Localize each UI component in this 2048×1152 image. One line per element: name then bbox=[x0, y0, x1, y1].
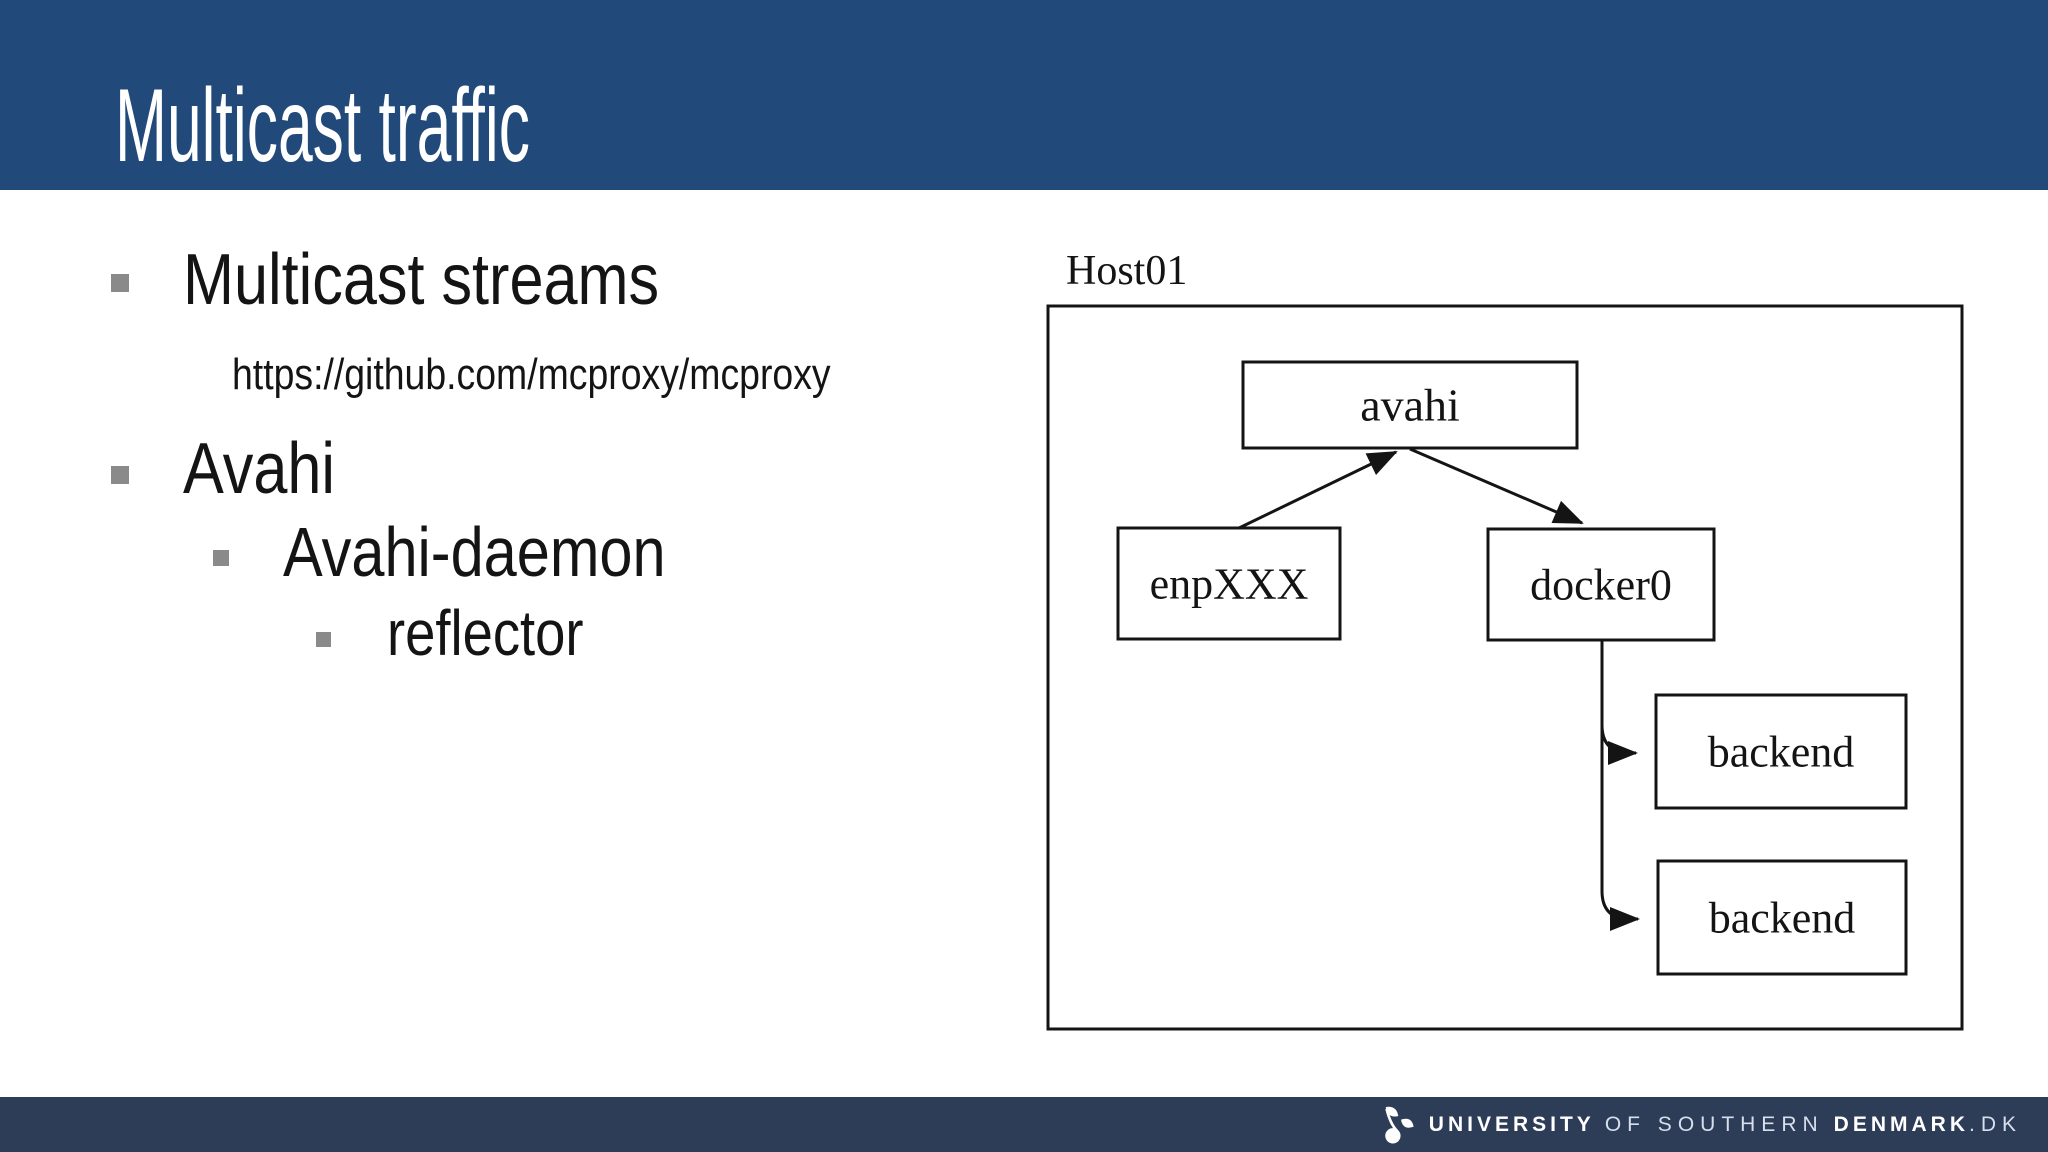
bullet-item-avahi: Avahi bbox=[183, 429, 335, 509]
avahi-node-box bbox=[1241, 360, 1579, 450]
bullet-square-icon bbox=[111, 274, 129, 292]
arrow-enp-to-avahi bbox=[1238, 450, 1398, 530]
docker0-node-label: docker0 bbox=[1530, 561, 1672, 610]
host-network-diagram: Host01 avahi enpXXX docker0 backend back… bbox=[1046, 248, 1964, 1031]
footer-university-text: UNIVERSITY bbox=[1428, 1112, 1595, 1136]
bullet-square-icon bbox=[316, 632, 331, 647]
enp-node-label: enpXXX bbox=[1150, 560, 1309, 609]
host-label: Host01 bbox=[1066, 248, 1187, 294]
university-logo: UNIVERSITY OF SOUTHERN DENMARK .DK bbox=[1383, 1097, 2022, 1152]
page-title: Multicast traffic bbox=[115, 74, 807, 178]
backend1-node-box bbox=[1654, 693, 1908, 810]
enp-node-box bbox=[1116, 526, 1342, 641]
backend1-node-label: backend bbox=[1708, 728, 1855, 777]
github-link[interactable]: https://github.com/mcproxy/mcproxy bbox=[232, 350, 831, 399]
avahi-node-label: avahi bbox=[1360, 380, 1460, 431]
bullet-square-icon bbox=[111, 466, 129, 484]
bullet-square-icon bbox=[213, 550, 229, 566]
footer-of-southern-text: OF SOUTHERN bbox=[1604, 1112, 1824, 1136]
bullet-item-avahi-daemon: Avahi-daemon bbox=[283, 513, 666, 591]
arrow-docker0-to-backend1 bbox=[1600, 640, 1638, 765]
page-title-text: Multicast traffic bbox=[115, 68, 530, 184]
host-box bbox=[1046, 304, 1964, 1031]
backend2-node-label: backend bbox=[1709, 894, 1856, 943]
arrow-docker0-to-backend2 bbox=[1600, 640, 1640, 931]
footer-bar: UNIVERSITY OF SOUTHERN DENMARK .DK bbox=[0, 1097, 2048, 1152]
backend2-node-box bbox=[1656, 859, 1908, 976]
footer-dk-text: .DK bbox=[1968, 1112, 2022, 1136]
bullet-item-multicast-streams: Multicast streams bbox=[183, 240, 660, 320]
sdu-sprout-icon bbox=[1385, 1106, 1414, 1143]
footer-denmark-text: DENMARK bbox=[1833, 1112, 1969, 1136]
title-bar: Multicast traffic bbox=[0, 0, 2048, 190]
docker0-node-box bbox=[1486, 527, 1716, 642]
bullet-item-reflector: reflector bbox=[387, 597, 584, 669]
arrow-avahi-to-docker0 bbox=[1409, 447, 1584, 525]
